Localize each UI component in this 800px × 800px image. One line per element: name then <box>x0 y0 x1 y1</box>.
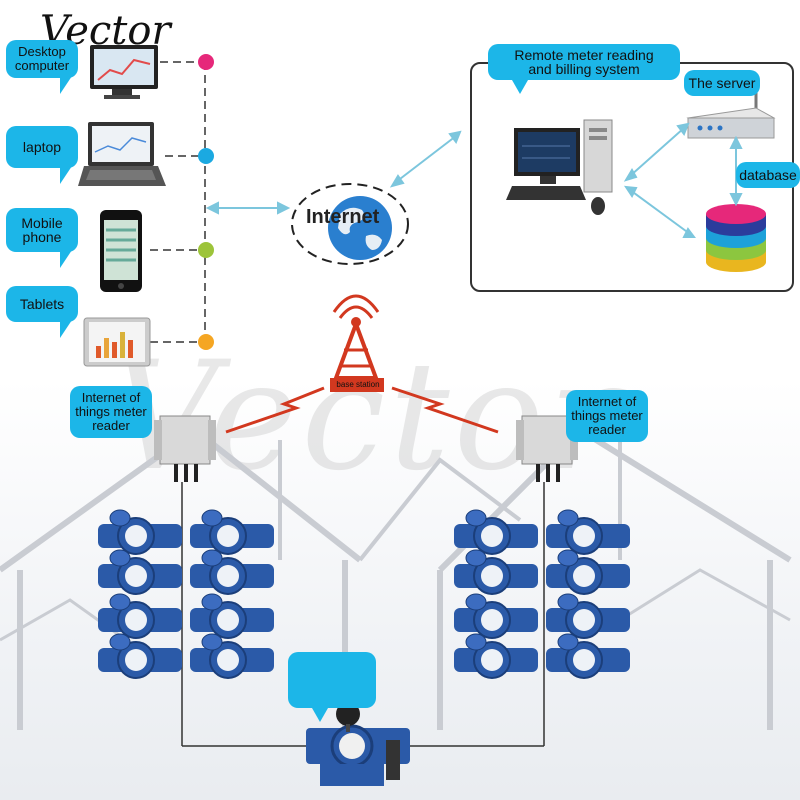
water-meter-icon <box>98 633 182 679</box>
wireless-signal-right <box>391 386 499 434</box>
database-icon <box>706 204 766 272</box>
internet-globe-icon <box>291 183 409 265</box>
internet-label: Internet <box>306 206 380 228</box>
water-meter-icon <box>98 593 182 639</box>
dot-phone <box>198 242 214 258</box>
water-meter-icon <box>190 633 274 679</box>
system-arrows <box>623 122 743 238</box>
dot-tablet <box>198 334 214 350</box>
water-meter-icon <box>190 549 274 595</box>
tablet-icon <box>83 317 151 367</box>
water-meter-icon <box>546 509 630 555</box>
device-connectors <box>150 61 206 343</box>
water-meter-icon <box>98 509 182 555</box>
server-router-icon <box>686 84 776 139</box>
desktop-computer-icon <box>90 45 158 99</box>
bubble-desktop: Desktop computer <box>6 40 78 94</box>
bubble-reader-right: Internet of things meter reader <box>566 390 648 442</box>
bubble-server: The server <box>684 70 760 96</box>
bubble-tablets: Tablets <box>6 286 78 338</box>
water-meter-icon <box>190 593 274 639</box>
laptop-icon <box>78 122 166 186</box>
water-meter-icon <box>546 633 630 679</box>
bubble-database: database <box>736 162 800 188</box>
water-meter-icon <box>190 509 274 555</box>
workstation-icon <box>506 119 613 215</box>
water-meter-icon <box>546 549 630 595</box>
water-meter-icon <box>454 549 538 595</box>
bubble-reader-left: Internet of things meter reader <box>70 386 152 438</box>
base-station-label: base station <box>336 380 380 389</box>
meter-reader-left-icon <box>154 415 216 482</box>
wireless-signal-left <box>225 386 325 434</box>
water-meter-icon <box>546 593 630 639</box>
bubble-mobile: Mobile phone <box>6 208 78 268</box>
dot-desktop <box>198 54 214 70</box>
water-meter-icon <box>98 549 182 595</box>
arrow-internet-system <box>389 130 462 188</box>
bubble-main-meter <box>288 652 376 722</box>
dot-laptop <box>198 148 214 164</box>
base-station-tower-icon <box>330 294 384 392</box>
main-water-meter-icon <box>306 702 410 786</box>
water-meters-group <box>98 509 630 679</box>
water-meter-icon <box>454 509 538 555</box>
bubble-system-title: Remote meter reading and billing system <box>488 44 680 94</box>
water-meter-icon <box>454 593 538 639</box>
arrow-devices-internet <box>205 201 291 215</box>
water-meter-icon <box>454 633 538 679</box>
bubble-laptop: laptop <box>6 126 78 184</box>
mobile-phone-icon <box>100 210 142 292</box>
